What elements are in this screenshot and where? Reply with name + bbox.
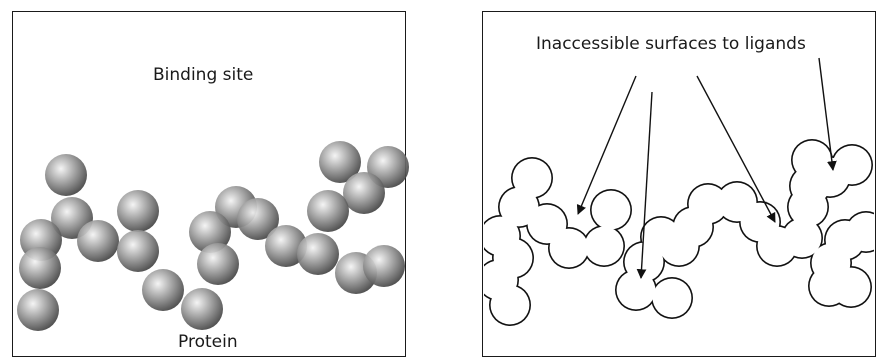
atom-sphere: [45, 154, 87, 196]
atom-sphere: [117, 230, 159, 272]
atom-sphere: [197, 243, 239, 285]
atom-sphere: [297, 233, 339, 275]
atom-sphere: [343, 172, 385, 214]
protein-atom-spheres: [17, 141, 409, 331]
atom-sphere: [17, 289, 59, 331]
inaccessible-surfaces-label: Inaccessible surfaces to ligands: [536, 34, 806, 54]
protein-label: Protein: [178, 332, 238, 352]
binding-site-label: Binding site: [153, 65, 253, 85]
atom-sphere: [117, 190, 159, 232]
atom-sphere: [19, 247, 61, 289]
atom-sphere: [142, 269, 184, 311]
atom-sphere: [181, 288, 223, 330]
atom-sphere: [77, 220, 119, 262]
atom-sphere: [363, 245, 405, 287]
atom-sphere: [307, 190, 349, 232]
